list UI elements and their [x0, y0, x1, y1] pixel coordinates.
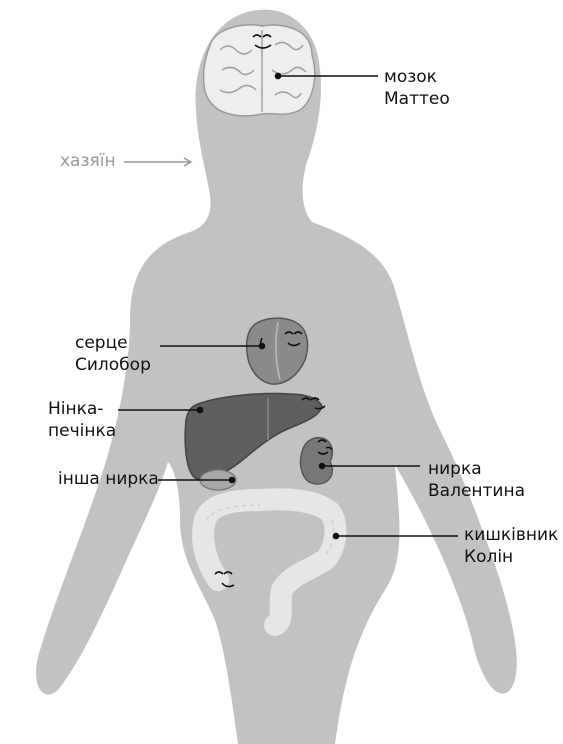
- intestine-label: кишківник Колін: [464, 524, 558, 568]
- liver-label-line2: печінка: [48, 420, 116, 442]
- brain-leader-dot: [276, 74, 281, 79]
- heart-label: серце Силобор: [75, 332, 151, 376]
- kidney-valentyna: [301, 438, 333, 484]
- brain-label-line2: Маттео: [384, 88, 450, 110]
- brain: [204, 25, 315, 116]
- intestine-label-line2: Колін: [464, 546, 558, 568]
- liver-label-line1: Нінка-: [48, 398, 116, 420]
- heart-label-line1: серце: [75, 332, 151, 354]
- intestine-leader-dot: [334, 534, 339, 539]
- kidney-leader-dot: [320, 464, 325, 469]
- heart-leader-dot: [260, 344, 265, 349]
- other-kidney-leader-dot: [230, 478, 235, 483]
- kidney-label-line2: Валентина: [428, 480, 525, 502]
- host-arrow: [124, 158, 191, 166]
- liver-label: Нінка- печінка: [48, 398, 116, 442]
- other-kidney-label: інша нирка: [58, 468, 159, 490]
- heart-label-line2: Силобор: [75, 354, 151, 376]
- kidney-label: нирка Валентина: [428, 458, 525, 502]
- intestine-label-line1: кишківник: [464, 524, 558, 546]
- liver-leader-dot: [198, 408, 203, 413]
- kidney-label-line1: нирка: [428, 458, 525, 480]
- brain-label: мозок Маттео: [384, 66, 450, 110]
- brain-label-line1: мозок: [384, 66, 450, 88]
- host-label: хазяїн: [60, 150, 116, 172]
